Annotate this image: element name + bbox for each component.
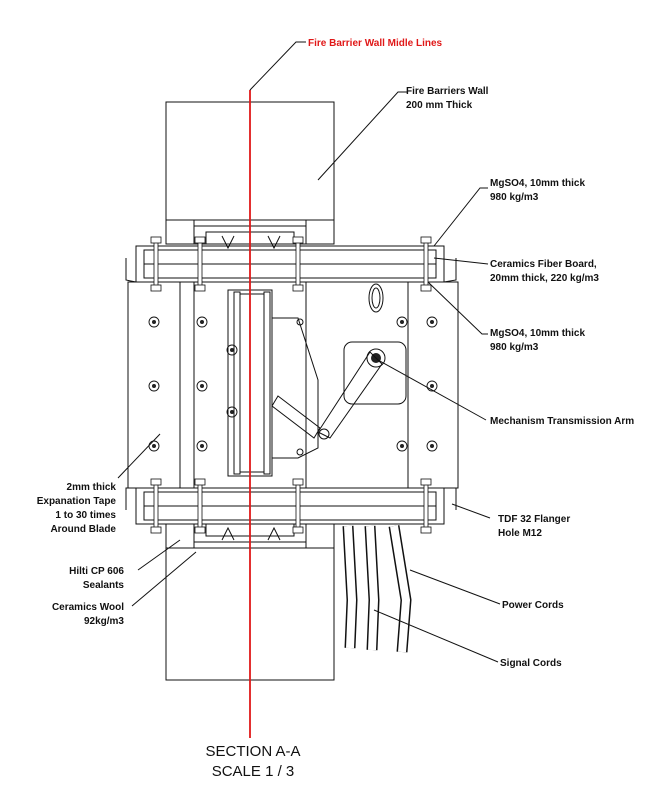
bolt bbox=[420, 478, 432, 534]
bolt bbox=[420, 236, 432, 292]
label-mechanism: Mechanism Transmission Arm bbox=[490, 416, 634, 427]
label-mgso4-bottom-1: MgSO4, 10mm thick bbox=[490, 328, 585, 339]
label-mgso4-top-1: MgSO4, 10mm thick bbox=[490, 178, 585, 189]
rivet bbox=[426, 440, 438, 452]
label-tape-3: 1 to 30 times bbox=[55, 510, 116, 521]
mechanism-transmission-arm bbox=[271, 317, 407, 459]
rivet bbox=[148, 440, 160, 452]
label-wool-1: Ceramics Wool bbox=[52, 602, 124, 613]
bolt bbox=[150, 478, 162, 534]
cords bbox=[342, 525, 412, 653]
section-title: SECTION A-A bbox=[205, 743, 300, 760]
label-hilti-2: Sealants bbox=[83, 580, 125, 591]
flange-bolts bbox=[150, 236, 432, 534]
rivet bbox=[196, 440, 208, 452]
label-wall-2: 200 mm Thick bbox=[406, 100, 473, 111]
leader-lines bbox=[117, 41, 501, 663]
label-ceramic-board-1: Ceramics Fiber Board, bbox=[490, 259, 597, 270]
label-wall-1: Fire Barriers Wall bbox=[406, 86, 489, 97]
rivet bbox=[396, 316, 408, 328]
bottom-flange-board bbox=[125, 487, 457, 525]
top-flange-board bbox=[125, 245, 457, 283]
bolt bbox=[292, 236, 304, 292]
label-mgso4-bottom-2: 980 kg/m3 bbox=[490, 342, 539, 353]
label-tape-2: Expanation Tape bbox=[37, 496, 117, 507]
label-tape-4: Around Blade bbox=[50, 524, 116, 535]
rivet bbox=[196, 380, 208, 392]
rivet bbox=[148, 316, 160, 328]
rivet bbox=[148, 380, 160, 392]
label-midline: Fire Barrier Wall Midle Lines bbox=[308, 38, 443, 49]
label-hilti-1: Hilti CP 606 bbox=[69, 566, 124, 577]
label-power-cords: Power Cords bbox=[502, 600, 564, 611]
label-wool-2: 92kg/m3 bbox=[84, 616, 124, 627]
bolt bbox=[194, 478, 206, 534]
label-signal-cords: Signal Cords bbox=[500, 658, 562, 669]
label-ceramic-board-2: 20mm thick, 220 kg/m3 bbox=[490, 273, 599, 284]
damper-body bbox=[127, 281, 459, 489]
label-tdf-2: Hole M12 bbox=[498, 528, 542, 539]
rivet bbox=[426, 316, 438, 328]
bolt bbox=[292, 478, 304, 534]
rivet bbox=[196, 316, 208, 328]
label-mgso4-top-2: 980 kg/m3 bbox=[490, 192, 539, 203]
rivet bbox=[396, 440, 408, 452]
bolt bbox=[150, 236, 162, 292]
scale-title: SCALE 1 / 3 bbox=[212, 763, 295, 780]
label-tdf-1: TDF 32 Flanger bbox=[498, 514, 570, 525]
label-tape-1: 2mm thick bbox=[67, 482, 117, 493]
bolt bbox=[194, 236, 206, 292]
